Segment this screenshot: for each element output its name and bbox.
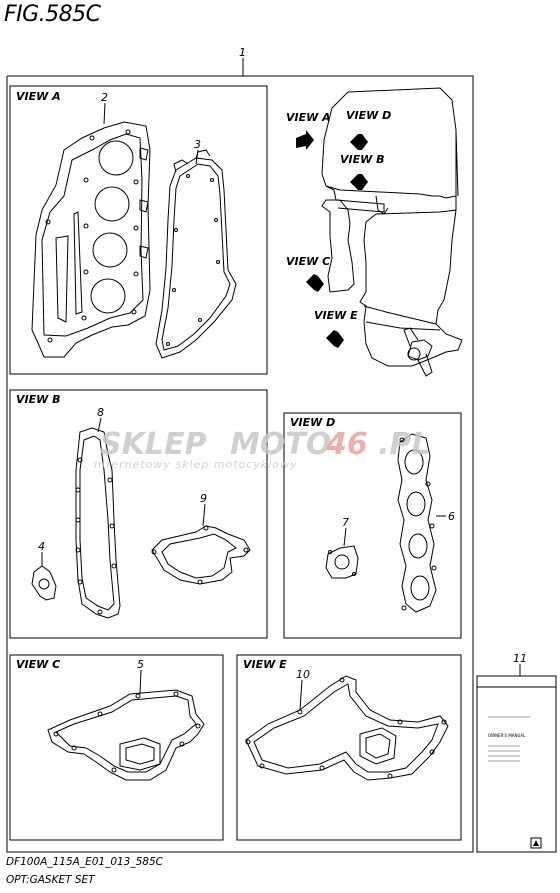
view-e-box	[236, 654, 462, 841]
cylinder-head-gasket	[31, 121, 151, 358]
callout-leader-3	[195, 149, 199, 165]
view-c-arrow-icon	[306, 274, 324, 292]
callout-7: 7	[342, 516, 349, 529]
view-e-arrow-icon	[326, 330, 344, 348]
callout-2: 2	[101, 91, 108, 104]
view-c-label: VIEW C	[16, 658, 60, 671]
watermark-brand-b: MOTO	[230, 427, 331, 462]
intake-manifold-gasket	[397, 433, 437, 613]
callout-leader-2	[103, 102, 106, 125]
view-b-pointer-label: VIEW B	[340, 153, 384, 166]
view-d-label: VIEW D	[290, 416, 335, 429]
callout-8: 8	[97, 406, 104, 419]
watermark-brand-c: 46	[325, 427, 368, 462]
callout-leader-8	[97, 417, 102, 433]
exhaust-cover-gasket	[75, 427, 121, 619]
thermostat-cover-gasket	[151, 525, 251, 585]
manual-logo-box	[530, 837, 542, 849]
view-a-label: VIEW A	[16, 90, 61, 103]
callout-9: 9	[200, 492, 207, 505]
callout-leader-5	[139, 669, 142, 695]
callout-6: 6	[448, 510, 455, 523]
outboard-motor	[321, 87, 463, 377]
callout-1: 1	[239, 46, 246, 59]
callout-3: 3	[194, 138, 201, 151]
square-gasket	[325, 545, 359, 579]
view-e-pointer-label: VIEW E	[314, 309, 358, 322]
callout-leader-10	[299, 679, 303, 711]
view-c-pointer-label: VIEW C	[286, 255, 330, 268]
watermark-brand-a: SKLEP	[100, 427, 206, 462]
view-d-pointer-label: VIEW D	[346, 109, 391, 122]
watermark: SKLEP MOTO 46 .PL internetowy sklep moto…	[94, 427, 431, 471]
callout-4: 4	[38, 540, 45, 553]
manual-logo-icon	[533, 840, 539, 846]
watermark-tagline: internetowy sklep motocyklowy	[94, 458, 298, 471]
callout-leader-9	[202, 503, 206, 527]
manual-text-lines	[488, 716, 530, 762]
view-a-pointer-label: VIEW A	[286, 111, 331, 124]
figure-title: FIG.585C	[4, 2, 101, 27]
callout-5: 5	[137, 658, 144, 671]
view-e-label: VIEW E	[243, 658, 287, 671]
view-b-label: VIEW B	[16, 393, 60, 406]
callout-11: 11	[513, 652, 527, 665]
view-a-box	[9, 85, 268, 375]
small-cover-gasket	[31, 565, 57, 601]
callout-10: 10	[296, 668, 310, 681]
main-frame	[6, 75, 474, 853]
callout-leader-7	[343, 527, 347, 547]
view-d-box	[283, 412, 462, 639]
watermark-brand-d: .PL	[378, 427, 431, 462]
manual-box	[476, 675, 557, 853]
head-cover-gasket	[155, 149, 237, 359]
view-b-arrow-icon	[350, 174, 368, 190]
lower-case-gasket	[245, 675, 449, 781]
oil-pan-gasket	[47, 689, 205, 781]
view-c-box	[9, 654, 224, 841]
manual-heading: OWNER'S MANUAL	[488, 733, 526, 738]
view-b-box	[9, 389, 268, 639]
view-d-arrow-icon	[350, 134, 368, 150]
view-a-arrow-icon	[296, 130, 314, 150]
figure-caption: OPT:GASKET SET	[6, 874, 95, 886]
figure-code: DF100A_115A_E01_013_585C	[6, 856, 163, 868]
